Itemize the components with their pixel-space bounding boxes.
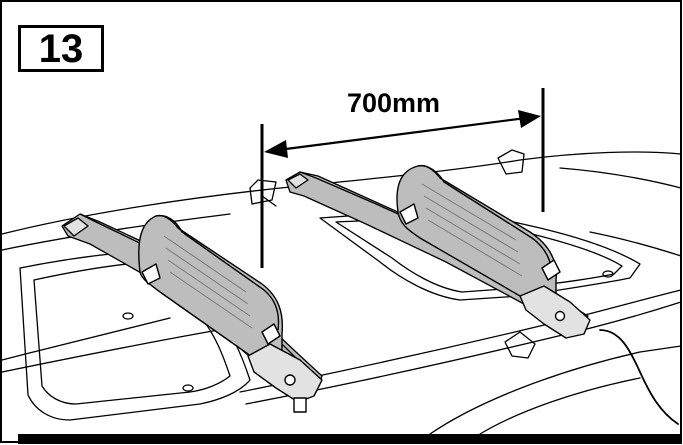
step-number: 13 [38, 26, 84, 71]
dimension-label: 700mm [347, 88, 441, 118]
panel-bottom-bar [18, 434, 682, 444]
front-carrier [138, 214, 323, 413]
car-roof [1, 149, 682, 435]
step-number-box: 13 [18, 25, 104, 72]
rear-carrier [396, 164, 591, 339]
dimension-arrow [264, 110, 541, 158]
